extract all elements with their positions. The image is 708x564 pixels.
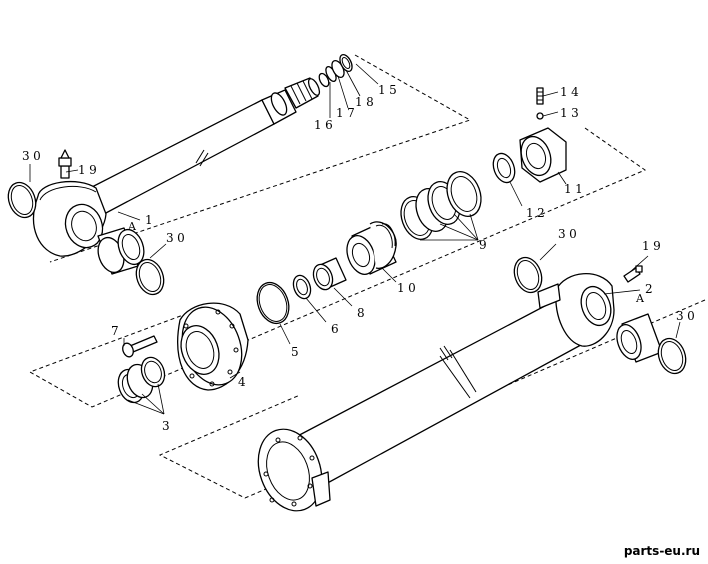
bushing-rod-end xyxy=(97,227,145,275)
callout-19-right: 19 xyxy=(642,239,664,253)
leader-lines xyxy=(29,63,681,415)
callout-8: 8 xyxy=(357,306,368,320)
cylinder-tube-part-2 xyxy=(257,273,615,512)
piston-rod-part-1 xyxy=(33,77,321,257)
callout-1: 1 xyxy=(145,213,156,227)
bushing-tube-end xyxy=(616,313,663,363)
ring-6 xyxy=(292,274,312,300)
piston-10 xyxy=(346,221,397,275)
steel-ball-13 xyxy=(536,112,544,120)
callout-17: 17 xyxy=(336,106,358,120)
callout-4: 4 xyxy=(238,375,249,389)
callout-5: 5 xyxy=(291,345,302,359)
grease-nipple-19-left xyxy=(58,149,72,179)
callout-3: 3 xyxy=(162,419,173,433)
ring-30-c xyxy=(513,256,543,294)
callout-16: 16 xyxy=(314,118,336,132)
callout-30-d: 30 xyxy=(676,309,698,323)
washer-12 xyxy=(492,152,516,184)
head-seals-3 xyxy=(117,356,166,404)
ring-30-d xyxy=(657,337,687,375)
callout-30-b: 30 xyxy=(166,231,188,245)
callout-15: 15 xyxy=(378,83,400,97)
callout-6: 6 xyxy=(331,322,342,336)
callout-30-a: 30 xyxy=(22,149,44,163)
callout-labels: 1 2 3 4 5 6 7 8 9 10 11 12 13 14 15 16 1… xyxy=(22,83,698,433)
assembly-guide-lines xyxy=(28,54,706,499)
watermark-text: parts-eu.ru xyxy=(623,544,700,558)
o-ring-5 xyxy=(256,281,290,325)
callout-9: 9 xyxy=(479,238,490,252)
section-mark-a-left: A xyxy=(127,220,137,233)
callout-2: 2 xyxy=(645,282,656,296)
callout-7: 7 xyxy=(111,324,122,338)
nut-11 xyxy=(519,127,567,183)
rod-seals-15-18 xyxy=(318,54,353,88)
bushing-8 xyxy=(312,257,347,291)
bolt-7 xyxy=(122,335,158,358)
callout-10: 10 xyxy=(397,281,419,295)
callout-19-left: 19 xyxy=(78,163,100,177)
callout-14: 14 xyxy=(560,85,582,99)
callout-11: 11 xyxy=(564,182,586,196)
callout-18: 18 xyxy=(355,95,377,109)
callout-13: 13 xyxy=(560,106,582,120)
cylinder-head-4 xyxy=(177,302,249,391)
grease-nipple-19-right xyxy=(623,265,643,283)
piston-rings-9 xyxy=(400,171,482,240)
section-mark-a-right: A xyxy=(635,292,645,305)
callout-12: 12 xyxy=(526,206,548,220)
callout-30-c: 30 xyxy=(558,227,580,241)
set-screw-14 xyxy=(536,87,544,105)
